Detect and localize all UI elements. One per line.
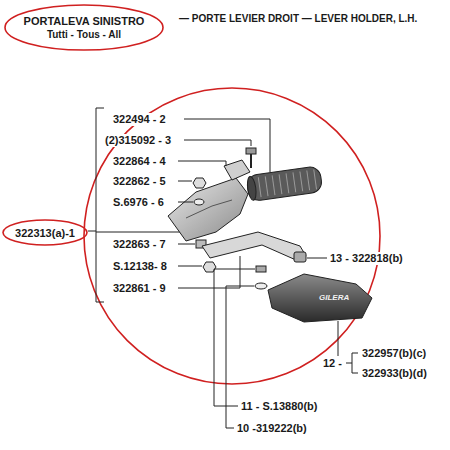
callout-number: 322933(b)(d)	[361, 367, 428, 380]
circled-heading: PORTALEVA SINISTROTutti - Tous - All	[4, 4, 164, 51]
circled-part-number: 322313(a)-1	[2, 219, 88, 246]
callout-number: 10 -319222(b)	[236, 422, 308, 435]
node-subtitle: Tutti - Tous - All	[47, 28, 121, 42]
callout-number: 13 - 322818(b)	[329, 252, 404, 265]
brand-text: GILERA	[318, 291, 350, 304]
callout-number: 322864 - 4	[112, 155, 167, 168]
callout-number: S.12138- 8	[112, 260, 168, 273]
node-title: PORTALEVA SINISTRO	[24, 14, 145, 28]
red-ellipse	[4, 4, 164, 51]
callout-number: 322957(b)(c)	[361, 347, 427, 360]
title-text: — PORTE LEVIER DROIT — LEVER HOLDER, L.H…	[178, 12, 418, 25]
node-title: 322313(a)-1	[15, 226, 75, 240]
callout-number: 322862 - 5	[112, 175, 167, 188]
callout-number: S.6976 - 6	[112, 196, 165, 209]
callout-number: 12 -	[322, 357, 343, 370]
callout-number: 322861 - 9	[112, 282, 167, 295]
callout-number: (2)315092 - 3	[104, 134, 172, 147]
callout-number: 322863 - 7	[112, 238, 167, 251]
callout-number: 11 - S.13880(b)	[240, 400, 318, 413]
callout-number: 322494 - 2	[112, 113, 167, 126]
